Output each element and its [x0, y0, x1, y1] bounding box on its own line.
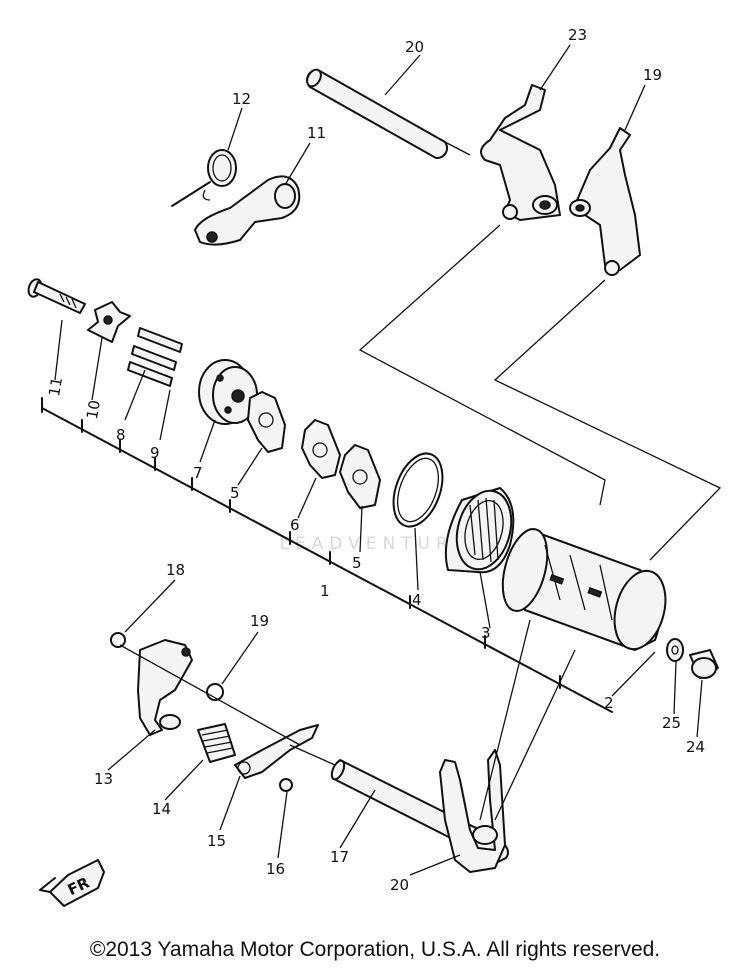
part-plate-6: [301, 419, 341, 479]
part-shift-fork-21: [569, 127, 641, 276]
callout-21: 19: [643, 66, 662, 84]
reference-baseline: [41, 407, 613, 713]
part-segment-10: [87, 301, 131, 343]
callout-7: 7: [193, 464, 203, 482]
parts-diagram: 20 23 19 12 11 11 10 8 9 9 7 5 6 5 1 4 3…: [27, 26, 722, 907]
front-direction-badge: FR: [39, 859, 105, 907]
callout-2: 2: [604, 694, 614, 712]
callout-labels: 20 23 19 12 11 11 10 8 9 9 7 5 6 5 1 4 3…: [45, 26, 705, 894]
part-clip-19b: [206, 683, 224, 701]
callout-6: 6: [290, 516, 300, 534]
part-bearing-3: [444, 487, 515, 574]
callout-10: 10: [83, 399, 104, 421]
part-guide-bar-20: [306, 68, 471, 160]
callout-13: 12: [232, 90, 251, 108]
callout-5b: 5: [352, 554, 362, 572]
copyright-notice: ©2013 Yamaha Motor Corporation, U.S.A. A…: [89, 938, 661, 961]
part-shift-arm-14: [137, 639, 193, 736]
part-shaft-18: [330, 759, 509, 863]
callout-9b: 9: [150, 444, 160, 462]
watermark: LEADVENTURE: [279, 534, 471, 554]
callout-19b: 19: [250, 612, 269, 630]
part-spring-13: [171, 149, 237, 207]
part-bolt-11: [27, 278, 86, 314]
callout-18: 17: [330, 848, 349, 866]
callout-22: 20: [390, 876, 409, 894]
part-stopper-16: [234, 724, 319, 779]
part-shift-drum-2: [501, 528, 667, 651]
callout-3: 3: [481, 624, 491, 642]
callout-24: 24: [686, 738, 705, 756]
part-plate-5b: [339, 444, 381, 509]
part-plug-24: [689, 649, 719, 679]
callout-23: 23: [568, 26, 587, 44]
part-circlip-4: [392, 452, 444, 528]
part-spring-15: [197, 723, 236, 763]
callout-19a: 18: [166, 561, 185, 579]
part-pins-8-9: [127, 327, 183, 387]
callout-20: 20: [405, 38, 424, 56]
part-clip-17: [279, 778, 293, 792]
callout-11: 11: [45, 376, 66, 398]
callout-17: 16: [266, 860, 285, 878]
callout-14: 13: [94, 770, 113, 788]
callout-8: 8: [116, 426, 126, 444]
part-clip-19a: [110, 632, 126, 648]
leader-lines: [54, 44, 703, 876]
callout-4: 4: [412, 591, 422, 609]
part-plate-5a: [247, 391, 286, 453]
fork-to-drum-guide: [358, 224, 606, 506]
part-shift-fork-22: [439, 749, 506, 873]
part-lever-12: [194, 175, 301, 246]
part-shift-fork-23: [480, 84, 561, 221]
callout-25: 25: [662, 714, 681, 732]
callout-1: 1: [320, 582, 330, 600]
callout-16: 15: [207, 832, 226, 850]
callout-5a: 5: [230, 484, 240, 502]
callout-12: 11: [307, 124, 326, 142]
part-drum-end-7: [198, 359, 258, 425]
baseline-ticks: [41, 397, 561, 689]
callout-15: 14: [152, 800, 171, 818]
part-washer-25: [666, 638, 684, 662]
